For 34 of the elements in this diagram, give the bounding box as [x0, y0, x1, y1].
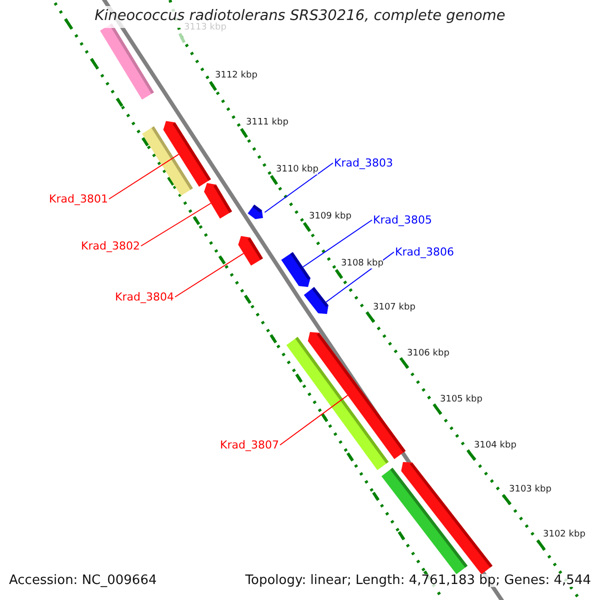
- gene-label: Krad_3807: [220, 440, 279, 450]
- tick-label: 3107 kbp: [373, 304, 416, 312]
- leader-line: [264, 162, 334, 213]
- gene-block: [281, 252, 310, 287]
- gene-block: [238, 236, 263, 266]
- tick-label: 3105 kbp: [440, 396, 482, 404]
- leader-line: [174, 252, 244, 298]
- gene-block: [304, 287, 328, 314]
- tick-label: 3106 kbp: [407, 350, 450, 358]
- tick-label: 3111 kbp: [246, 118, 288, 128]
- gene-label: Krad_3805: [373, 214, 432, 226]
- tick-label: 3109 kbp: [309, 212, 352, 222]
- tick-label: 3104 kbp: [474, 442, 516, 450]
- gene-label: Krad_3802: [81, 240, 140, 252]
- accession-note: Accession: NC_009664: [9, 574, 157, 587]
- leader-line: [302, 220, 372, 268]
- gene-block: [381, 468, 468, 574]
- tick-label: 3110 kbp: [276, 166, 318, 174]
- genome-stats-note: Topology: linear; Length: 4,761,183 bp; Genes: 4,544: [245, 574, 591, 587]
- tick-label: 3108 kbp: [341, 260, 384, 268]
- gene-block: [204, 183, 232, 219]
- gene-label: Krad_3804: [115, 292, 174, 302]
- leader-line: [140, 202, 212, 246]
- gene-label: Krad_3806: [395, 246, 454, 258]
- gene-block: [248, 204, 263, 220]
- gene-block: [286, 336, 389, 470]
- tick-label: 3112 kbp: [215, 72, 258, 80]
- tick-label: 3102 kbp: [543, 530, 586, 540]
- gene-label: Krad_3803: [334, 158, 393, 168]
- leader-line: [108, 154, 180, 200]
- gene-block: [142, 126, 193, 196]
- leader-line: [280, 394, 348, 446]
- tick-label: 3103 kbp: [509, 486, 552, 494]
- gene-label: Krad_3801: [49, 194, 108, 204]
